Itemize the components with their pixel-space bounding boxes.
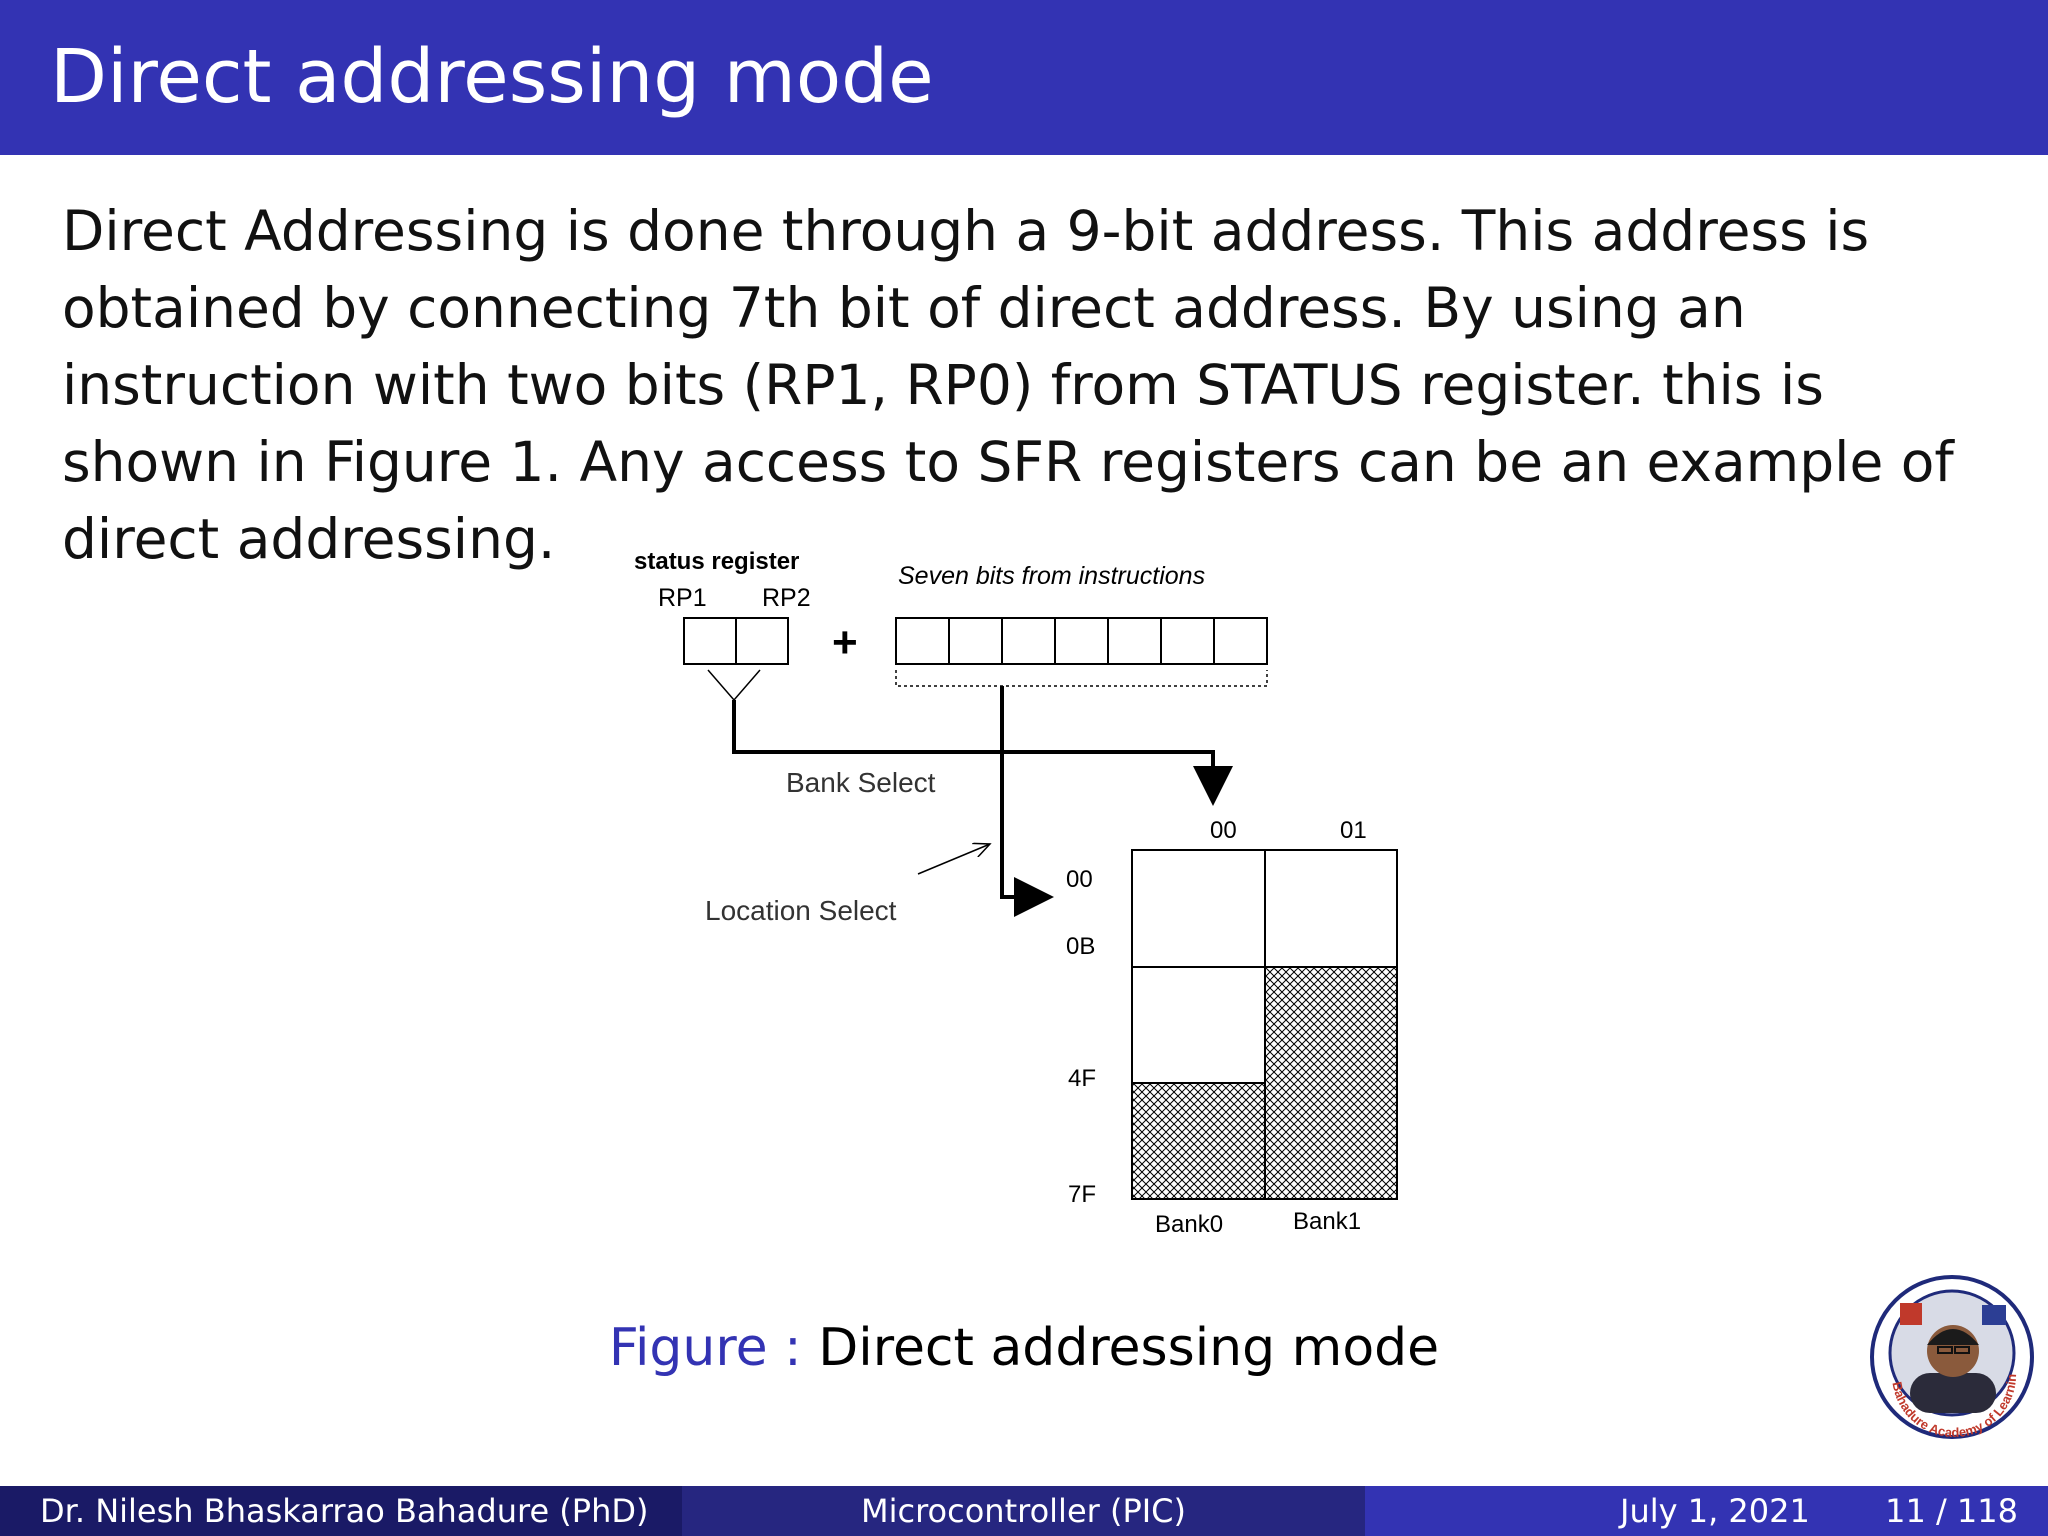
- instruction-bits: [895, 617, 1268, 687]
- footer-author-section: Dr. Nilesh Bhaskarrao Bahadure (PhD): [0, 1486, 682, 1536]
- location-select-label: Location Select: [705, 895, 897, 926]
- caption-text: Direct addressing mode: [818, 1318, 1440, 1378]
- footer-page-number: 11 / 118: [1885, 1492, 2018, 1530]
- seven-bits-label: Seven bits from instructions: [898, 562, 1205, 590]
- plus-sign: +: [832, 618, 858, 667]
- slide-title: Direct addressing mode: [50, 34, 934, 120]
- rp2-label: RP2: [762, 584, 811, 612]
- bank-col-00: 00: [1210, 817, 1237, 844]
- rp1-label: RP1: [658, 584, 707, 612]
- bank-select-label: Bank Select: [786, 767, 936, 798]
- row-label-0b: 0B: [1066, 933, 1095, 960]
- footer-author: Dr. Nilesh Bhaskarrao Bahadure (PhD): [40, 1492, 649, 1530]
- row-label-4f: 4F: [1068, 1065, 1096, 1092]
- caption-separator: :: [784, 1318, 802, 1378]
- slide-body-text: Direct Addressing is done through a 9-bi…: [62, 199, 1954, 571]
- footer-bar: Dr. Nilesh Bhaskarrao Bahadure (PhD) Mic…: [0, 1486, 2048, 1536]
- academy-logo: Bahadure Academy of Learning: [1866, 1263, 2035, 1440]
- row-label-7f: 7F: [1068, 1181, 1096, 1208]
- direct-addressing-diagram: status register RP1 RP2 + Seven bits fro…: [630, 540, 1410, 1264]
- bank-col-01: 01: [1340, 817, 1367, 844]
- footer-course: Microcontroller (PIC): [861, 1492, 1186, 1530]
- location-select-pointer: [917, 844, 990, 875]
- status-register-bits: [683, 617, 789, 702]
- memory-map: [1131, 849, 1398, 1200]
- bank0-label: Bank0: [1155, 1211, 1223, 1238]
- caption-label: Figure: [608, 1318, 768, 1378]
- bank-select-line: [732, 700, 1233, 806]
- figure-caption: Figure : Direct addressing mode: [0, 1322, 2048, 1374]
- title-bar: Direct addressing mode: [0, 0, 2048, 155]
- status-register-label: status register: [634, 548, 799, 575]
- location-select-line: [1000, 686, 1054, 917]
- row-label-00: 00: [1066, 866, 1093, 893]
- footer-course-section: Microcontroller (PIC): [682, 1486, 1365, 1536]
- footer-date-page-section: July 1, 2021 11 / 118: [1365, 1486, 2048, 1536]
- bank1-label: Bank1: [1293, 1208, 1361, 1235]
- footer-date: July 1, 2021: [1620, 1492, 1810, 1530]
